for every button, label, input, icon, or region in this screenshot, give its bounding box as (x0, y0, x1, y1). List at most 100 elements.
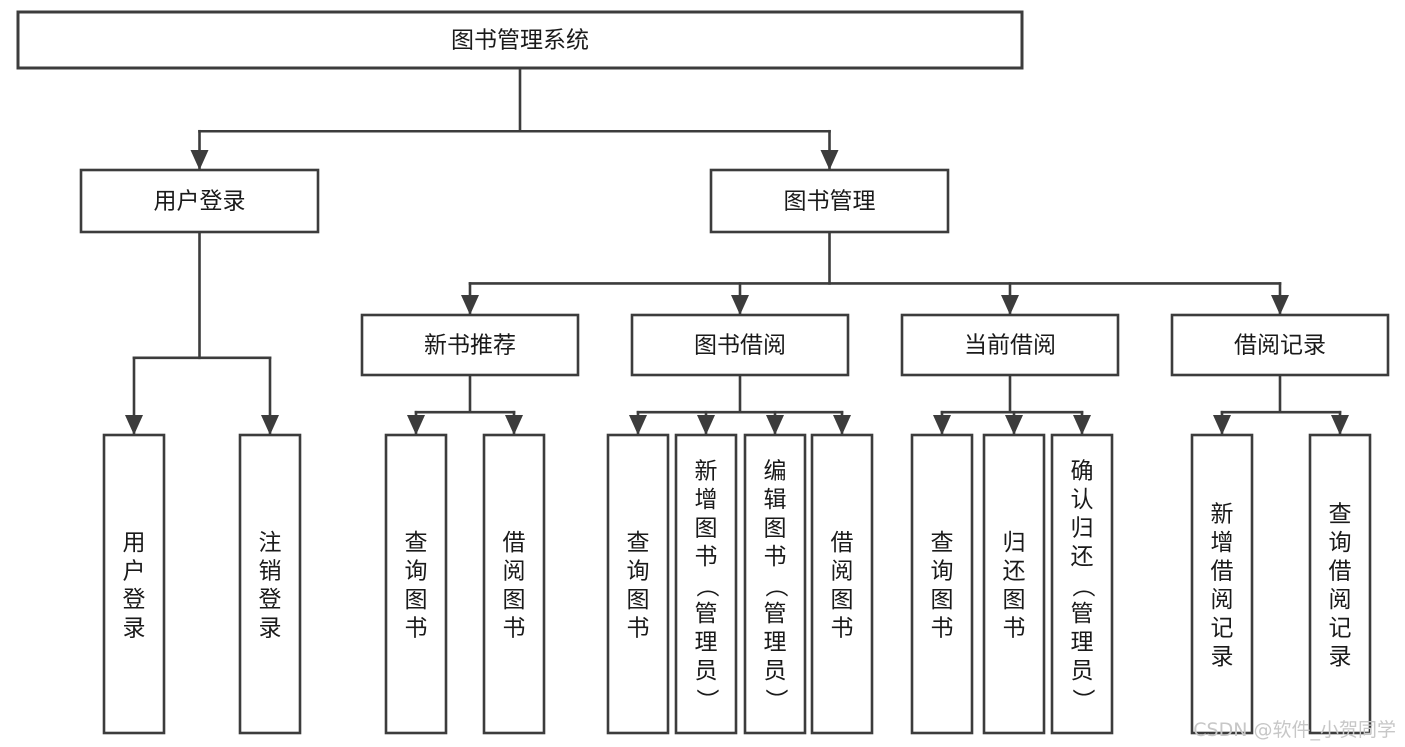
node-box-book-borrow[interactable] (630, 313, 850, 377)
node-borrow-record[interactable]: 借阅记录 (1170, 313, 1390, 377)
node-box-leaf-borrow-book-1[interactable] (482, 433, 546, 735)
node-label-book-manage: 图书管理 (784, 189, 876, 215)
node-label-leaf-edit-book: 编 (764, 459, 787, 485)
node-label-leaf-add-record: 增 (1211, 530, 1234, 556)
node-label-leaf-logout: 登 (259, 587, 282, 613)
node-label-leaf-query-record: 记 (1329, 615, 1352, 641)
node-label-leaf-query-record: 录 (1329, 644, 1352, 670)
node-label-leaf-add-book: （ (694, 575, 720, 598)
node-label-leaf-user-login: 用 (123, 530, 146, 556)
node-label-leaf-user-login: 录 (123, 615, 146, 641)
node-label-book-borrow: 图书借阅 (694, 333, 786, 359)
node-label-leaf-add-book: 新 (695, 459, 718, 485)
node-label-leaf-edit-book: 理 (764, 630, 787, 656)
node-current-borrow[interactable]: 当前借阅 (900, 313, 1120, 377)
node-box-leaf-edit-book[interactable] (743, 433, 807, 735)
node-box-user-login[interactable] (79, 168, 320, 234)
node-label-new-book-recommend: 新书推荐 (424, 333, 516, 359)
node-label-user-login: 用户登录 (154, 189, 246, 215)
node-new-book-recommend[interactable]: 新书推荐 (360, 313, 580, 377)
arrow-head-icon (820, 150, 839, 170)
node-user-login[interactable]: 用户登录 (79, 168, 320, 234)
node-book-borrow[interactable]: 图书借阅 (630, 313, 850, 377)
node-box-new-book-recommend[interactable] (360, 313, 580, 377)
csdn-watermark: CSDN @软件_小贺同学 (1193, 719, 1396, 741)
node-label-leaf-return-book: 还 (1003, 558, 1026, 584)
node-label-leaf-edit-book: 员 (764, 658, 787, 684)
node-label-leaf-logout: 录 (259, 615, 282, 641)
node-label-leaf-confirm-return: ） (1070, 689, 1096, 712)
node-box-leaf-borrow-book-2[interactable] (810, 433, 874, 735)
arrow-head-icon (731, 295, 749, 315)
node-label-leaf-edit-book: 辑 (764, 487, 787, 513)
node-label-leaf-confirm-return: 员 (1071, 658, 1094, 684)
arrow-head-icon (505, 415, 523, 435)
node-label-root: 图书管理系统 (451, 28, 589, 54)
node-label-leaf-edit-book: 书 (764, 544, 787, 570)
node-box-leaf-logout[interactable] (238, 433, 302, 735)
arrow-head-icon (1213, 415, 1231, 435)
node-label-leaf-query-book-1: 书 (405, 615, 428, 641)
node-box-current-borrow[interactable] (900, 313, 1120, 377)
edge-layer (125, 66, 1349, 436)
node-box-leaf-add-book[interactable] (674, 433, 738, 735)
node-box-leaf-query-book-3[interactable] (910, 433, 974, 735)
node-label-leaf-borrow-book-2: 书 (831, 615, 854, 641)
node-box-leaf-add-record[interactable] (1190, 433, 1254, 735)
edge-group-current-borrow (933, 373, 1091, 436)
node-label-leaf-query-record: 询 (1329, 530, 1352, 556)
node-label-leaf-user-login: 户 (123, 558, 146, 584)
node-label-leaf-query-book-2: 询 (627, 558, 650, 584)
node-label-leaf-confirm-return: 确 (1071, 459, 1094, 485)
arrow-head-icon (261, 415, 279, 435)
node-label-leaf-add-record: 记 (1211, 615, 1234, 641)
node-box-borrow-record[interactable] (1170, 313, 1390, 377)
node-box-leaf-user-login[interactable] (102, 433, 166, 735)
node-label-leaf-edit-book: 管 (764, 601, 787, 627)
node-label-leaf-edit-book: ） (763, 689, 789, 712)
node-box-leaf-confirm-return[interactable] (1050, 433, 1114, 735)
node-book-manage[interactable]: 图书管理 (709, 168, 950, 234)
node-label-leaf-confirm-return: 管 (1071, 601, 1094, 627)
arrow-head-icon (933, 415, 951, 435)
node-box-leaf-query-book-2[interactable] (606, 433, 670, 735)
node-label-borrow-record: 借阅记录 (1234, 333, 1326, 359)
node-label-leaf-return-book: 归 (1003, 530, 1026, 556)
node-box-root[interactable] (16, 10, 1024, 70)
arrow-head-icon (1073, 415, 1091, 435)
node-label-leaf-confirm-return: 理 (1071, 630, 1094, 656)
node-label-leaf-query-record: 借 (1329, 558, 1352, 584)
node-box-leaf-query-book-1[interactable] (384, 433, 448, 735)
node-label-leaf-add-book: ） (694, 689, 720, 712)
node-label-leaf-add-record: 录 (1211, 644, 1234, 670)
node-label-leaf-add-book: 理 (695, 630, 718, 656)
node-label-leaf-logout: 注 (259, 530, 282, 556)
node-box-leaf-return-book[interactable] (982, 433, 1046, 735)
node-label-leaf-add-record: 借 (1211, 558, 1234, 584)
arrow-head-icon (1331, 415, 1349, 435)
node-label-leaf-query-book-3: 书 (931, 615, 954, 641)
arrow-head-icon (1001, 295, 1019, 315)
node-leaf-user-login[interactable]: 用户登录 (102, 433, 166, 735)
node-label-leaf-return-book: 书 (1003, 615, 1026, 641)
node-label-leaf-borrow-book-1: 图 (503, 587, 526, 613)
node-root[interactable]: 图书管理系统 (16, 10, 1024, 70)
arrow-head-icon (190, 150, 209, 170)
node-label-leaf-confirm-return: 还 (1071, 544, 1094, 570)
node-box-leaf-query-record[interactable] (1308, 433, 1372, 735)
node-label-leaf-confirm-return: （ (1070, 575, 1096, 598)
node-box-book-manage[interactable] (709, 168, 950, 234)
